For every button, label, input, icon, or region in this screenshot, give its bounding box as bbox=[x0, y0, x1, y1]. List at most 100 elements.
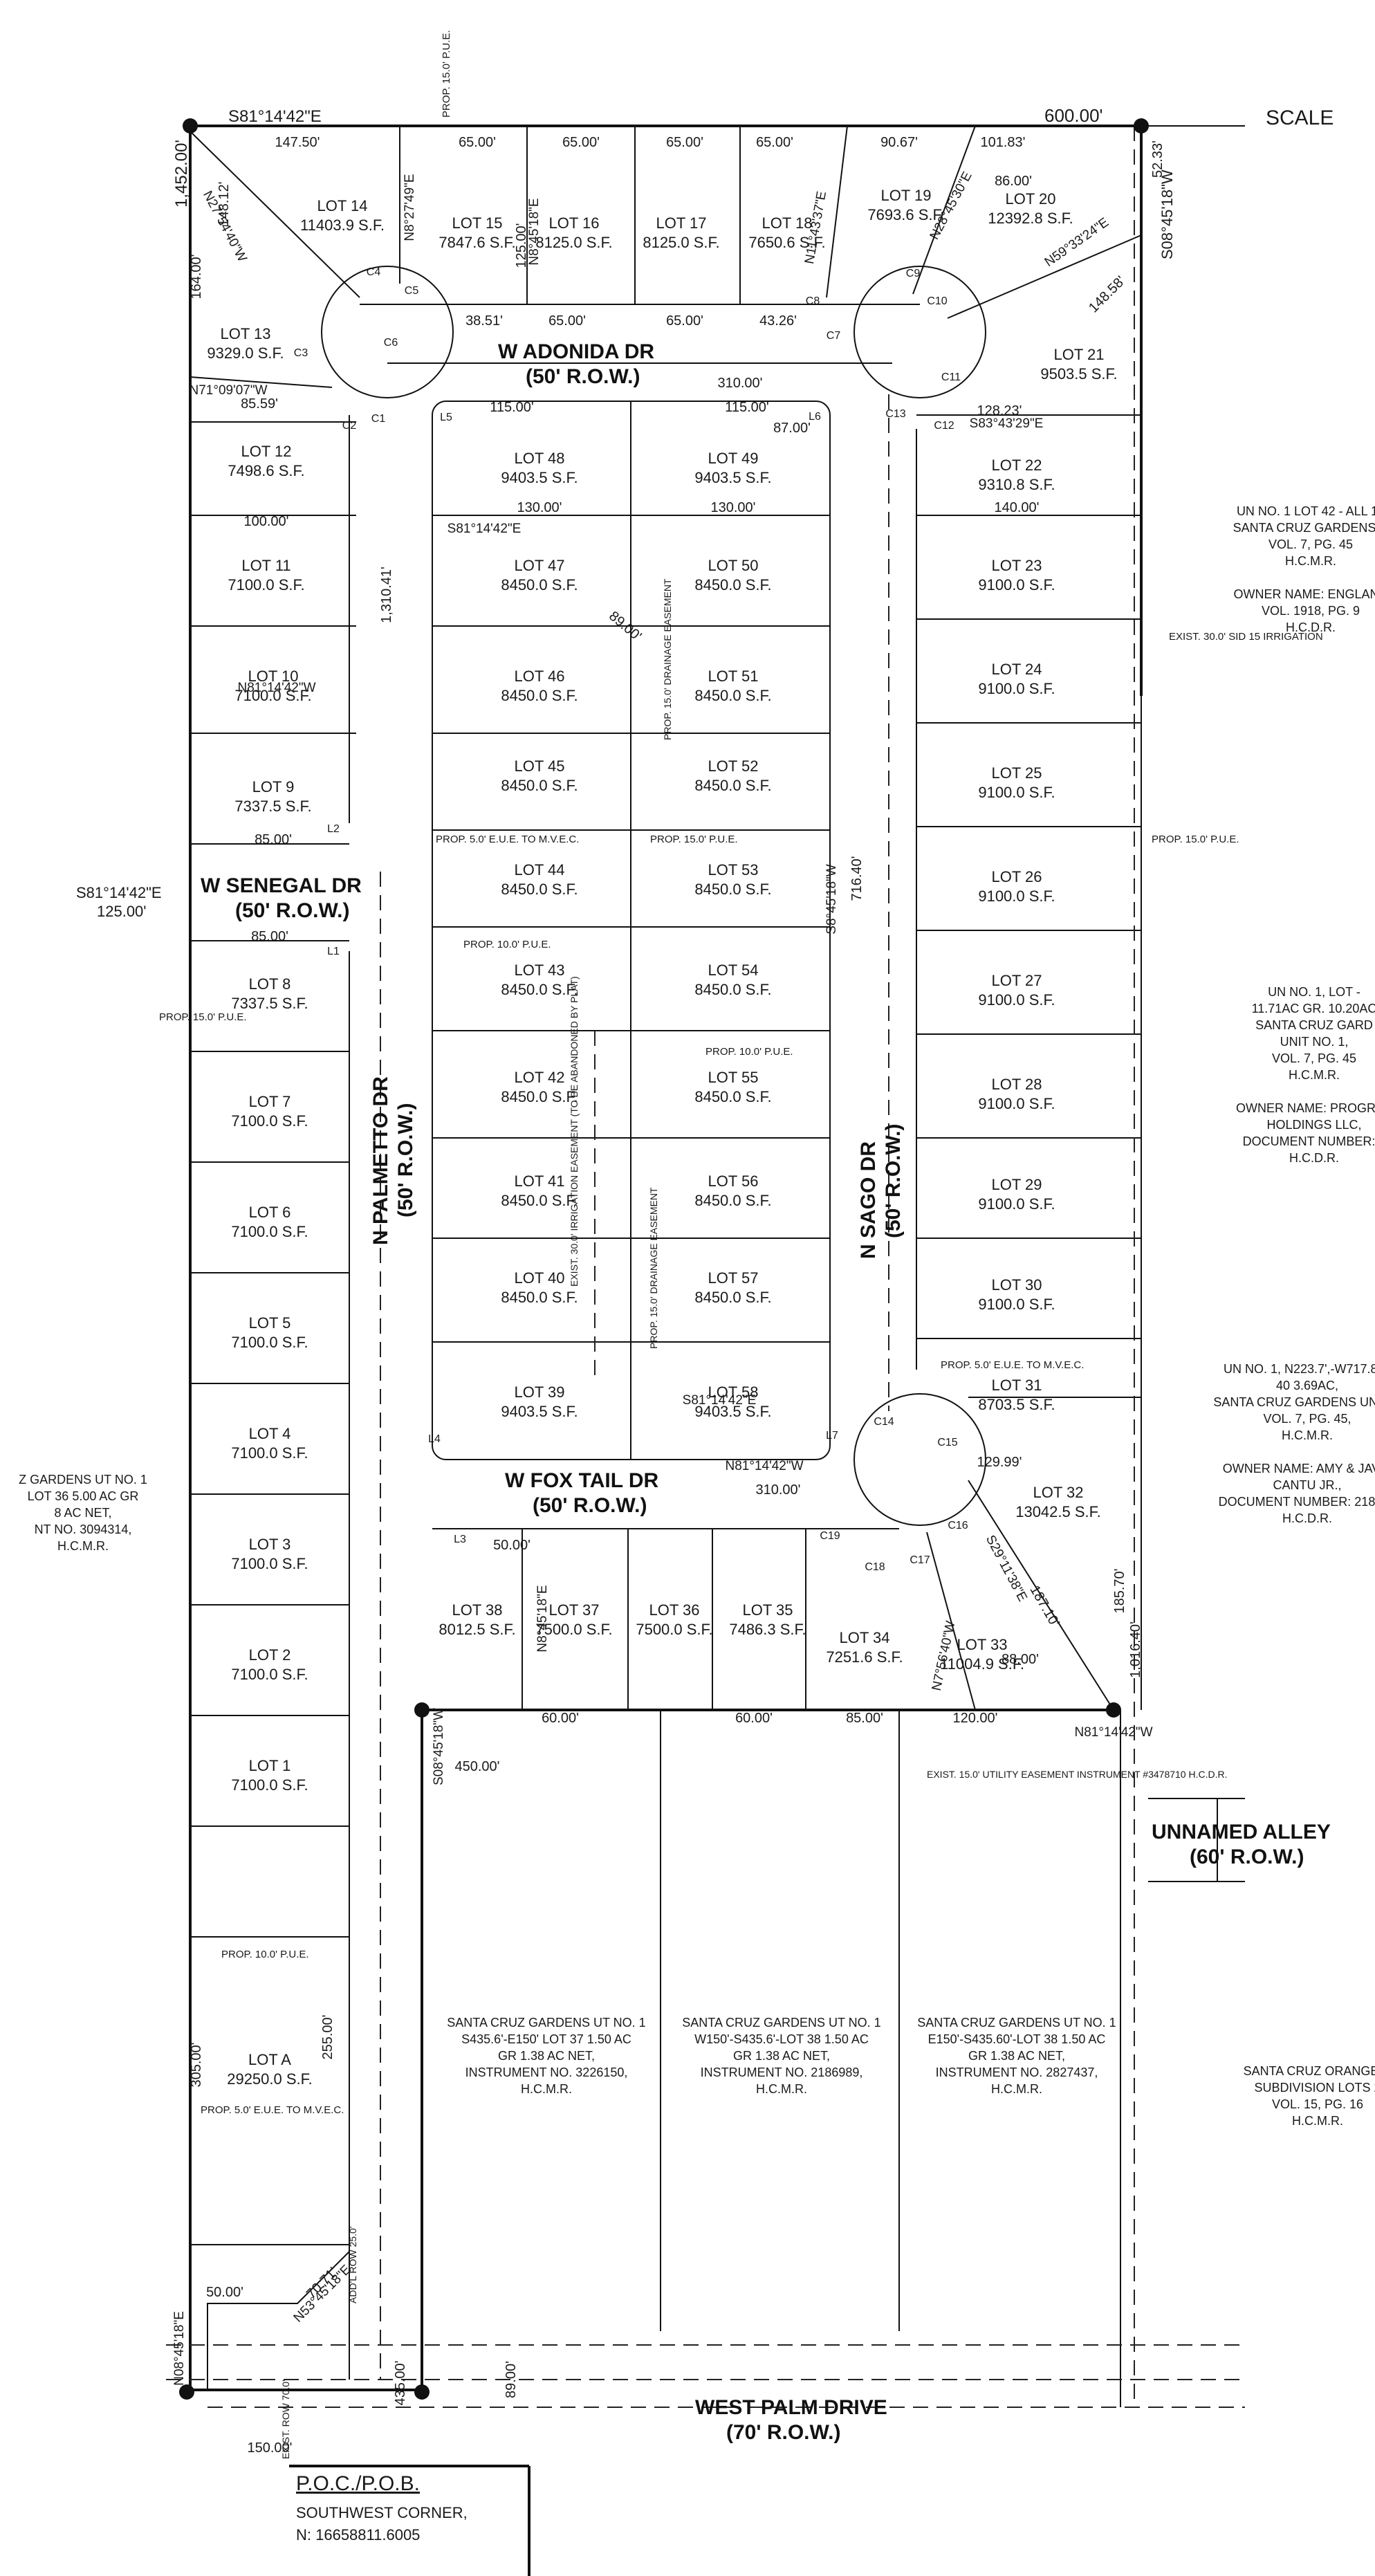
adjoiner-line: LOT 36 5.00 AC GR bbox=[28, 1489, 139, 1503]
bearing-label: N8°45'18"E bbox=[527, 198, 542, 265]
lot-area: 9100.0 S.F. bbox=[978, 784, 1055, 801]
bearing-label: N8°45'18"E bbox=[535, 1585, 550, 1652]
adjoiner-line: H.C.M.R. bbox=[756, 2082, 807, 2096]
note-pue15-c: PROP. 15.0' P.U.E. bbox=[1152, 834, 1239, 845]
adjoiner-line: HOLDINGS LLC, bbox=[1266, 1118, 1361, 1132]
lot-area: 8450.0 S.F. bbox=[501, 981, 578, 998]
dimension-label: 120.00' bbox=[953, 1711, 998, 1726]
adjoiner-line: OWNER NAME: PROGRES bbox=[1236, 1101, 1375, 1115]
lot-area: 8450.0 S.F. bbox=[694, 881, 771, 898]
note-pue10-c: PROP. 10.0' P.U.E. bbox=[463, 939, 551, 950]
bearing-label: S08°45'18"W bbox=[432, 1708, 446, 1785]
dimension-label: 65.00' bbox=[666, 313, 703, 329]
dimension-label: 50.00' bbox=[493, 1538, 530, 1553]
curve-label: C2 bbox=[342, 420, 357, 432]
lot-number: LOT 55 bbox=[708, 1069, 759, 1086]
curve-label: C14 bbox=[874, 1416, 894, 1428]
easement-lines bbox=[166, 126, 1245, 2408]
dimension-label: 65.00' bbox=[756, 135, 793, 150]
lot-number: LOT 9 bbox=[252, 778, 295, 795]
dimension-label: 255.00' bbox=[320, 2015, 335, 2060]
curve-label: C3 bbox=[294, 347, 308, 359]
dimension-label: 86.00' bbox=[995, 174, 1032, 189]
lot-number: LOT A bbox=[248, 2051, 291, 2068]
note-addl-row: ADD'L ROW 25.0' bbox=[347, 2227, 358, 2303]
lot-area: 7337.5 S.F. bbox=[231, 995, 308, 1012]
adjoiner-line: OWNER NAME: ENGLAND bbox=[1233, 587, 1375, 601]
adjoiner-line: INSTRUMENT NO. 2186989, bbox=[701, 2066, 863, 2079]
adjoiner-line: UN NO. 1, N223.7',-W717.82'- bbox=[1224, 1362, 1375, 1376]
lot-number: LOT 34 bbox=[840, 1629, 890, 1646]
note-pue15-a: PROP. 15.0' P.U.E. bbox=[159, 1011, 247, 1023]
adjoiner-line: H.C.M.R. bbox=[1282, 1428, 1333, 1442]
adjoiner-line: OWNER NAME: AMY & JAVIE bbox=[1223, 1462, 1375, 1475]
curve-label: C10 bbox=[927, 295, 947, 307]
dimension-label: 129.99' bbox=[977, 1455, 1022, 1470]
lot-number: LOT 40 bbox=[515, 1269, 565, 1287]
lot-number: LOT 19 bbox=[881, 187, 932, 204]
dimension-label: 43.26' bbox=[759, 313, 797, 329]
bearing-label: S81°14'42"E bbox=[447, 522, 522, 536]
lot-number: LOT 41 bbox=[515, 1172, 565, 1190]
lot-number: LOT 44 bbox=[515, 861, 565, 878]
lot-number: LOT 42 bbox=[515, 1069, 565, 1086]
lot-area: 7337.5 S.F. bbox=[234, 798, 311, 815]
curve-label: C18 bbox=[865, 1561, 885, 1573]
curve-label: L5 bbox=[440, 412, 452, 423]
adjoiner-line: UN NO. 1 LOT 42 - ALL 10 bbox=[1237, 504, 1375, 518]
lot-area: 9403.5 S.F. bbox=[694, 469, 771, 486]
dimension-label: 88.00' bbox=[1002, 1652, 1039, 1667]
adjoiner-line: H.C.M.R. bbox=[57, 1539, 109, 1553]
bearing-label: S81°14'42"E bbox=[683, 1393, 757, 1408]
note-eue-c: PROP. 5.0' E.U.E. TO M.V.E.C. bbox=[941, 1359, 1084, 1371]
dimension-label: 87.00' bbox=[773, 421, 811, 436]
lot-number: LOT 37 bbox=[549, 1601, 600, 1619]
adjoiner-line: SANTA CRUZ GARDENS UT NO. 1 bbox=[447, 2016, 645, 2030]
lot-number: LOT 21 bbox=[1054, 346, 1105, 363]
lot-number: LOT 11 bbox=[241, 557, 290, 574]
bearing-label: S29°11'38"E bbox=[983, 1533, 1030, 1604]
dimension-label: 140.00' bbox=[995, 500, 1040, 515]
lot-number: LOT 4 bbox=[249, 1425, 291, 1442]
lot-number: LOT 24 bbox=[992, 661, 1042, 678]
lot-area: 29250.0 S.F. bbox=[227, 2070, 313, 2088]
lot-number: LOT 31 bbox=[992, 1377, 1042, 1394]
bearing-label: N81°14'42"W bbox=[725, 1459, 803, 1473]
curve-label: C7 bbox=[827, 330, 841, 342]
dimension-label: 52.33' bbox=[1150, 140, 1165, 178]
lot-area: 8450.0 S.F. bbox=[501, 687, 578, 704]
dimension-label: 450.00' bbox=[455, 1759, 500, 1774]
lot-area: 8450.0 S.F. bbox=[501, 777, 578, 794]
top-bearing: S81°14'42"E bbox=[228, 107, 322, 126]
lot-area: 7251.6 S.F. bbox=[826, 1648, 903, 1666]
note-utility: EXIST. 15.0' UTILITY EASEMENT INSTRUMENT… bbox=[927, 1769, 1228, 1780]
adjoiner-line: H.C.D.R. bbox=[1282, 1511, 1332, 1525]
adjoiner-line: CANTU JR., bbox=[1273, 1478, 1342, 1492]
lot-number: LOT 1 bbox=[249, 1757, 291, 1774]
dimension-label: 305.00' bbox=[189, 2043, 204, 2088]
lot-area: 9503.5 S.F. bbox=[1040, 365, 1117, 383]
dimension-label: 185.70' bbox=[1112, 1569, 1127, 1614]
dimension-label: 85.00' bbox=[251, 929, 288, 944]
lot-area: 11403.9 S.F. bbox=[300, 217, 385, 234]
lot-number: LOT 10 bbox=[248, 668, 299, 685]
street-senegal: W SENEGAL DR(50' R.O.W.) bbox=[201, 874, 362, 922]
lot-area: 8450.0 S.F. bbox=[501, 1192, 578, 1209]
dimension-label: 101.83' bbox=[981, 135, 1026, 150]
adjoiner-line: GR 1.38 AC NET, bbox=[498, 2049, 595, 2063]
curve-label: C16 bbox=[948, 1520, 968, 1531]
curve-label: C15 bbox=[937, 1437, 957, 1448]
dimension-label: 125.00' bbox=[514, 223, 529, 268]
adjoiner-line: DOCUMENT NUMBER: 2 bbox=[1243, 1134, 1375, 1148]
adjoiner-line: SUBDIVISION LOTS 2 bbox=[1254, 2081, 1375, 2095]
adjoiner-line: SANTA CRUZ GARDENS UT NO. 1 bbox=[917, 2016, 1116, 2030]
lot-number: LOT 27 bbox=[992, 972, 1042, 989]
lot-area: 7693.6 S.F. bbox=[867, 206, 944, 223]
dimension-label: 90.67' bbox=[880, 135, 918, 150]
lot-number: LOT 45 bbox=[515, 757, 565, 775]
right-bearing: S08°45'18"W bbox=[1159, 169, 1176, 259]
dimension-label: 85.59' bbox=[241, 396, 278, 412]
bearing-label: N81°14'42"W bbox=[1074, 1725, 1152, 1740]
